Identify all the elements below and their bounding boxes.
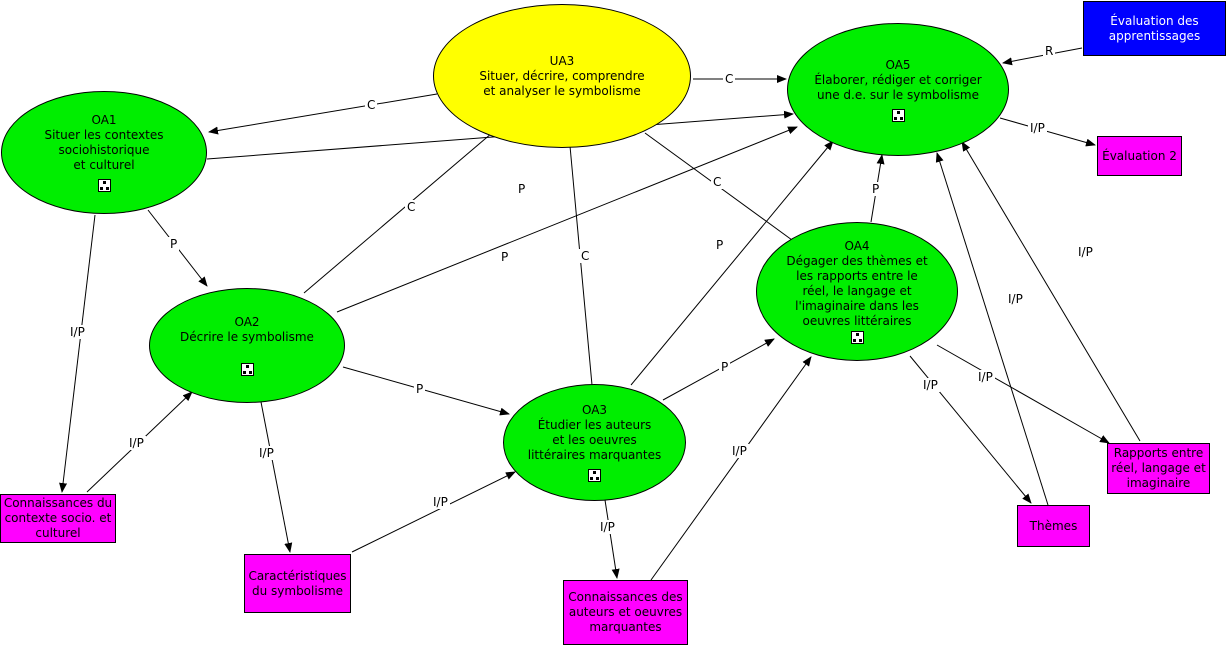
edge-oa3-oa4 xyxy=(662,338,775,401)
submap-icon[interactable] xyxy=(891,108,905,122)
node-oa4-label: OA4 Dégager des thèmes et les rapports e… xyxy=(786,239,928,328)
node-evaluation-apprentissages-label: Évaluation des apprentissages xyxy=(1108,13,1201,43)
edge-label-ua3-oa3: C xyxy=(579,249,592,263)
node-oa2[interactable]: OA2 Décrire le symbolisme xyxy=(149,288,345,403)
submap-icon[interactable] xyxy=(240,363,254,376)
node-connaissances-contexte[interactable]: Connaissances du contexte socio. et cult… xyxy=(0,494,116,543)
edge-label-connaut-oa4: I/P xyxy=(730,444,749,458)
edge-connaut-oa4 xyxy=(650,356,812,581)
submap-icon[interactable] xyxy=(588,469,601,482)
edge-label-oa4-themes: I/P xyxy=(921,378,940,392)
node-caracteristiques[interactable]: Caractéristiques du symbolisme xyxy=(244,554,351,613)
edge-evalapp-oa5 xyxy=(1002,47,1083,66)
node-evaluation-apprentissages[interactable]: Évaluation des apprentissages xyxy=(1083,1,1226,56)
node-ua3[interactable]: UA3 Situer, décrire, comprendre et analy… xyxy=(433,4,691,148)
edge-label-oa2-oa3: P xyxy=(414,382,426,396)
edge-ua3-oa3 xyxy=(569,145,593,386)
edge-carac-oa3 xyxy=(351,471,516,553)
edge-label-oa3-oa4: P xyxy=(719,360,731,374)
edge-label-ua3-oa4: C xyxy=(711,175,724,189)
edge-oa2-carac xyxy=(260,401,293,553)
node-evaluation-2[interactable]: Évaluation 2 xyxy=(1097,136,1182,176)
node-ua3-label: UA3 Situer, décrire, comprendre et analy… xyxy=(479,53,645,98)
edge-label-ua3-oa1: C xyxy=(365,98,378,112)
node-caracteristiques-label: Caractéristiques du symbolisme xyxy=(248,568,347,598)
node-oa2-label: OA2 Décrire le symbolisme xyxy=(180,315,314,344)
submap-icon[interactable] xyxy=(97,179,111,192)
edge-label-connctx-oa2: I/P xyxy=(127,436,146,450)
edge-label-oa3-oa5: P xyxy=(714,238,726,252)
edge-label-oa3-connaut: I/P xyxy=(598,520,617,534)
node-oa1-label: OA1 Situer les contextes sociohistorique… xyxy=(44,113,164,172)
edge-label-carac-oa3: I/P xyxy=(431,495,450,509)
edge-label-rapports-oa5: I/P xyxy=(1076,245,1095,259)
edge-label-oa5-eval2: I/P xyxy=(1028,121,1047,135)
edge-rapports-oa5 xyxy=(961,141,1141,442)
node-oa4[interactable]: OA4 Dégager des thèmes et les rapports e… xyxy=(756,222,958,361)
edge-label-ua3-oa5: C xyxy=(723,72,736,86)
edge-label-ua3-oa2: C xyxy=(405,200,418,214)
edge-label-oa1-oa5: P xyxy=(516,182,528,196)
node-connaissances-auteurs[interactable]: Connaissances des auteurs et oeuvres mar… xyxy=(563,580,688,645)
node-oa5[interactable]: OA5 Élaborer, rédiger et corriger une d.… xyxy=(787,23,1009,156)
node-themes-label: Thèmes xyxy=(1029,518,1078,533)
edge-label-oa2-oa5: P xyxy=(499,250,511,264)
submap-icon[interactable] xyxy=(850,331,864,344)
node-oa1[interactable]: OA1 Situer les contextes sociohistorique… xyxy=(1,91,207,214)
node-evaluation-2-label: Évaluation 2 xyxy=(1102,148,1177,163)
edge-label-oa1-connctx: I/P xyxy=(68,325,87,339)
node-oa5-label: OA5 Élaborer, rédiger et corriger une d.… xyxy=(814,57,982,102)
node-connaissances-contexte-label: Connaissances du contexte socio. et cult… xyxy=(3,496,113,540)
edge-label-oa2-carac: I/P xyxy=(257,446,276,460)
edge-oa3-oa5 xyxy=(630,140,834,386)
edge-label-evalapp-oa5: R xyxy=(1043,44,1056,58)
node-rapports[interactable]: Rapports entre réel, langage et imaginai… xyxy=(1107,443,1210,494)
node-oa3[interactable]: OA3 Étudier les auteurs et les oeuvres l… xyxy=(503,384,686,501)
edge-oa2-oa5 xyxy=(336,126,798,313)
edge-oa5-eval2 xyxy=(999,117,1096,147)
node-rapports-label: Rapports entre réel, langage et imaginai… xyxy=(1111,446,1206,490)
node-connaissances-auteurs-label: Connaissances des auteurs et oeuvres mar… xyxy=(568,590,683,634)
node-oa3-label: OA3 Étudier les auteurs et les oeuvres l… xyxy=(527,403,662,462)
edge-ua3-oa2 xyxy=(303,132,493,294)
edge-label-oa4-oa5: P xyxy=(870,182,882,196)
node-themes[interactable]: Thèmes xyxy=(1017,505,1090,547)
edge-label-oa1-oa2: P xyxy=(168,237,180,251)
edge-label-oa4-rapports: I/P xyxy=(976,370,995,384)
edge-oa4-rapports xyxy=(936,344,1110,444)
edge-oa1-connctx xyxy=(59,214,96,493)
edge-themes-oa5 xyxy=(935,152,1049,506)
edge-oa2-oa3 xyxy=(342,366,510,416)
edge-ua3-oa1 xyxy=(208,93,438,135)
edge-label-themes-oa5: I/P xyxy=(1006,292,1025,306)
edge-oa3-connaut xyxy=(604,499,620,579)
